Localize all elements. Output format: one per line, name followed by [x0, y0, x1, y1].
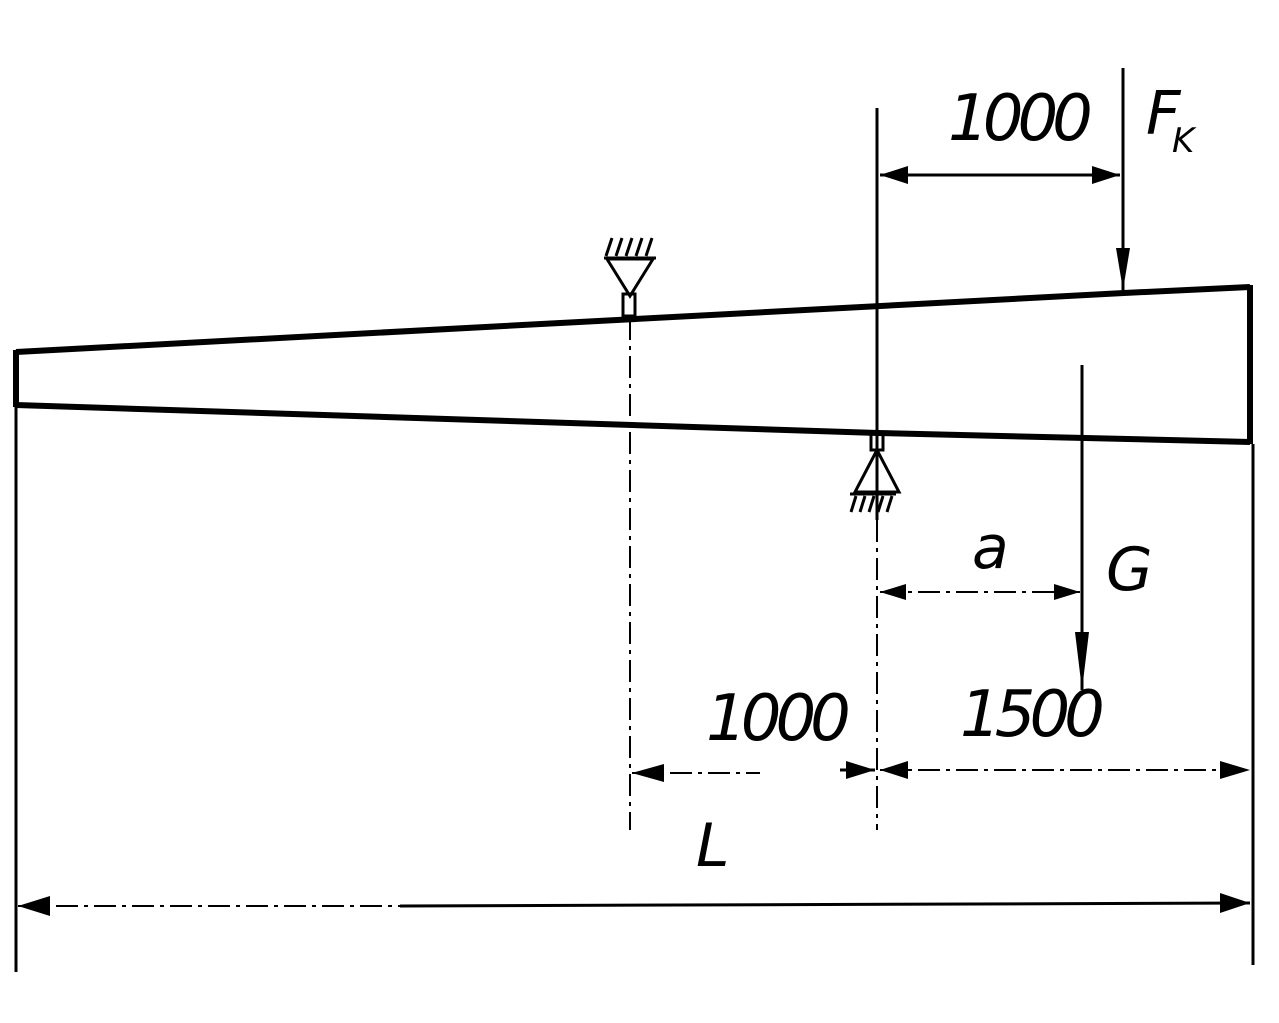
label-dim-right: 1500 [960, 678, 1102, 752]
label-dim-a: a [972, 513, 1009, 583]
label-force-symbol: F [1146, 79, 1182, 149]
tapered-beam [13, 284, 1253, 445]
label-dim-top: 1000 [948, 82, 1090, 156]
label-length-symbol: L [696, 811, 729, 881]
upper-support-icon [604, 237, 656, 318]
dimension-a [880, 584, 1080, 600]
dimension-overall [18, 893, 1251, 916]
beam-bottom-edge [15, 402, 1251, 445]
label-gravity-symbol: G [1106, 535, 1153, 605]
dimension-left [632, 761, 875, 782]
beam-top-edge [15, 284, 1251, 355]
lower-support-icon [849, 432, 902, 513]
label-dim-left: 1000 [706, 682, 848, 756]
dimension-right [880, 761, 1250, 779]
label-force-subscript: K [1172, 121, 1197, 161]
force-arrow-icon [1116, 248, 1130, 290]
reference-lines [14, 68, 1255, 972]
dimension-top [880, 166, 1120, 184]
weight-arrow-icon [1075, 632, 1089, 690]
